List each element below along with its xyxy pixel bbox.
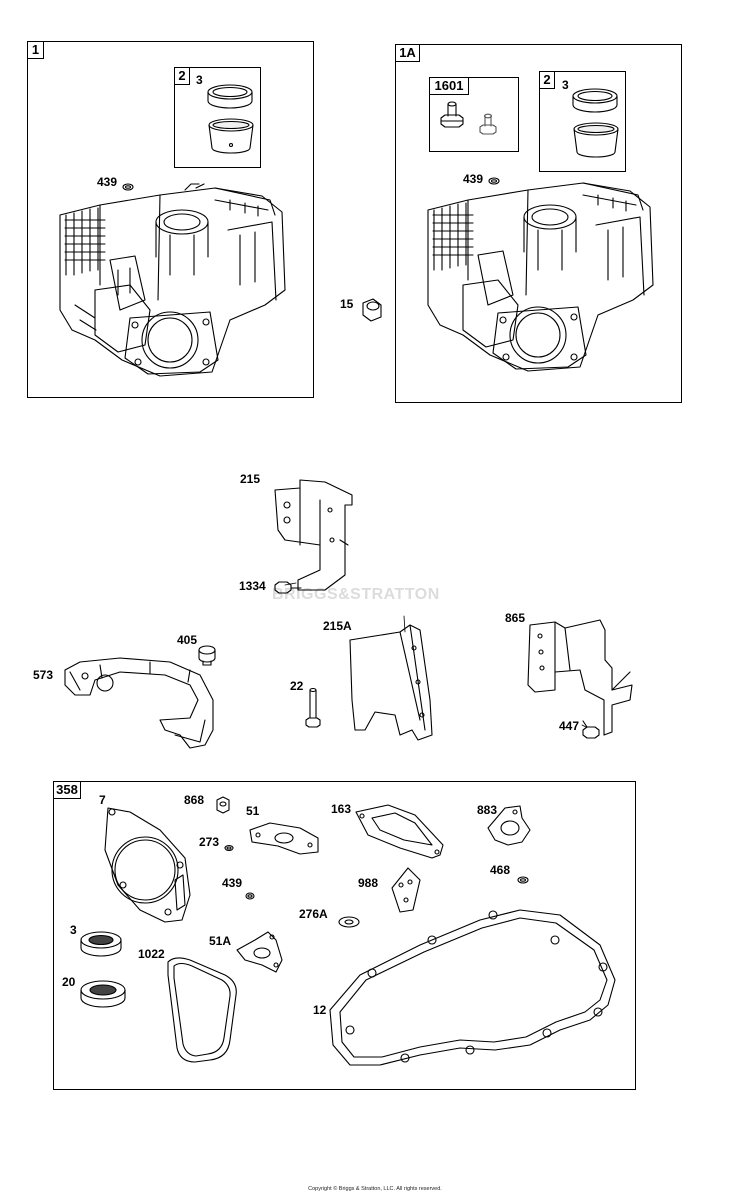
washer-icon [338,916,360,928]
group-tag-2-left[interactable]: 2 [174,67,190,85]
callout-276a[interactable]: 276A [299,907,328,921]
bracket-215-icon [274,479,353,591]
callout-468[interactable]: 468 [490,863,511,877]
callout-51[interactable]: 51 [246,804,260,818]
callout-15[interactable]: 15 [340,297,354,311]
group-tag-1a[interactable]: 1A [395,44,420,62]
group-2-left-frame [174,67,261,168]
oil-seal-icon [80,931,122,957]
group-1-frame [27,41,314,398]
group-1a-frame [395,44,682,403]
callout-988[interactable]: 988 [358,876,379,890]
callout-439-gasket[interactable]: 439 [222,876,243,890]
group-tag-358[interactable]: 358 [53,781,81,799]
crankcase-icon [59,183,286,377]
callout-51a[interactable]: 51A [209,934,232,948]
callout-405[interactable]: 405 [177,633,198,647]
callout-3-left[interactable]: 3 [196,73,203,87]
callout-7[interactable]: 7 [99,793,106,807]
group-tag-2-right[interactable]: 2 [539,71,555,89]
callout-447[interactable]: 447 [559,719,580,733]
gasket-1022-icon [167,957,237,1063]
callout-439-right[interactable]: 439 [463,172,484,186]
callout-22[interactable]: 22 [290,679,304,693]
callout-439-left[interactable]: 439 [97,175,118,189]
gasket-51-icon [249,822,319,855]
gasket-883-icon [487,805,531,846]
bracket-865-icon [527,619,633,736]
gasket-163-icon [355,804,444,859]
callout-215[interactable]: 215 [240,472,261,486]
group-tag-1601[interactable]: 1601 [429,77,469,95]
shield-215a-icon [349,624,433,741]
group-tag-1[interactable]: 1 [27,41,44,59]
cylinder-sleeve-icon [208,118,254,154]
callout-865[interactable]: 865 [505,611,526,625]
callout-215a[interactable]: 215A [323,619,352,633]
callout-273[interactable]: 273 [199,835,220,849]
callout-1334[interactable]: 1334 [239,579,266,593]
screw-icon [274,581,302,594]
air-guide-icon [64,657,214,749]
ring-seal-icon [207,84,253,109]
group-2-right-frame [539,71,626,172]
gasket-51a-icon [236,931,283,973]
callout-868[interactable]: 868 [184,793,205,807]
callout-883[interactable]: 883 [477,803,498,817]
callout-573[interactable]: 573 [33,668,54,682]
cap-icon [198,645,216,666]
callout-1022[interactable]: 1022 [138,947,165,961]
callout-3-right[interactable]: 3 [562,78,569,92]
copyright-footer: Copyright © Briggs & Stratton, LLC. All … [308,1186,442,1192]
plate-988-icon [391,867,421,913]
callout-163[interactable]: 163 [331,802,352,816]
group-1601-frame [429,77,519,152]
callout-20[interactable]: 20 [62,975,76,989]
group-358-frame [53,781,636,1090]
crankcase-gasket-icon [329,909,616,1066]
callout-12[interactable]: 12 [313,1003,327,1017]
callout-3-seal[interactable]: 3 [70,923,77,937]
bolt-icon [440,101,464,128]
head-gasket-icon [104,807,191,923]
bushing-icon [362,298,382,322]
